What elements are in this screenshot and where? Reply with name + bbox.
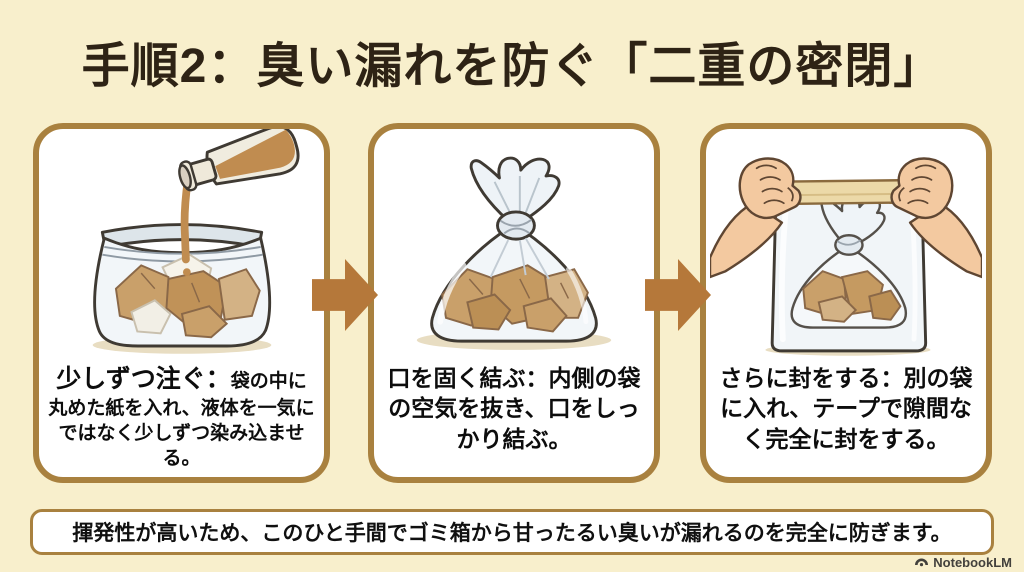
right-hand [890, 157, 982, 279]
watermark-label: NotebookLM [933, 555, 1012, 570]
page-title: 手順2：臭い漏れを防ぐ「二重の密閉」 [81, 40, 943, 93]
step-panel-tie: 口を固く結ぶ：内側の袋の空気を抜き、口をしっかり結ぶ。 [368, 123, 660, 483]
pour-bottle-illustration [39, 129, 324, 361]
step-panel-seal: さらに封をする：別の袋に入れ、テープで隙間なく完全に封をする。 [700, 123, 992, 483]
step-panel-pour: 少しずつ注ぐ：袋の中に丸めた紙を入れ、液体を一気にではなく少しずつ染み込ませる。 [33, 123, 330, 483]
hands-sealing-bag-icon [710, 157, 982, 356]
step-lead: 少しずつ注ぐ： [56, 365, 231, 393]
step-lead: さらに封をする： [719, 365, 904, 391]
footer-note-banner: 揮発性が高いため、このひと手間でゴミ箱から甘ったるい臭いが漏れるのを完全に防ぎま… [30, 509, 994, 555]
footer-note-text: 揮発性が高いため、このひと手間でゴミ箱から甘ったるい臭いが漏れるのを完全に防ぎま… [72, 522, 952, 545]
tied-bag-icon [416, 156, 612, 350]
step-caption-tie: 口を固く結ぶ：内側の袋の空気を抜き、口をしっかり結ぶ。 [374, 363, 654, 454]
step-caption-pour: 少しずつ注ぐ：袋の中に丸めた紙を入れ、液体を一気にではなく少しずつ染み込ませる。 [39, 363, 324, 471]
tied-bag-illustration [374, 129, 654, 361]
notebooklm-logo-icon [915, 558, 929, 567]
bottle-pouring-icon [92, 129, 300, 354]
step-body: 袋の中に丸めた紙を入れ、液体を一気にではなく少しずつ染み込ませる。 [48, 371, 315, 470]
left-hand [710, 157, 802, 279]
step-lead: 口を固く結ぶ： [387, 365, 549, 391]
outer-bag-sealing-illustration [706, 129, 986, 361]
step-body: 別の袋に入れ、テープで隙間なく完全に封をする。 [720, 365, 973, 452]
step-body: 内側の袋の空気を抜き、口をしっかり結ぶ。 [388, 365, 641, 452]
watermark: NotebookLM [914, 555, 1012, 570]
step-caption-seal: さらに封をする：別の袋に入れ、テープで隙間なく完全に封をする。 [706, 363, 986, 454]
